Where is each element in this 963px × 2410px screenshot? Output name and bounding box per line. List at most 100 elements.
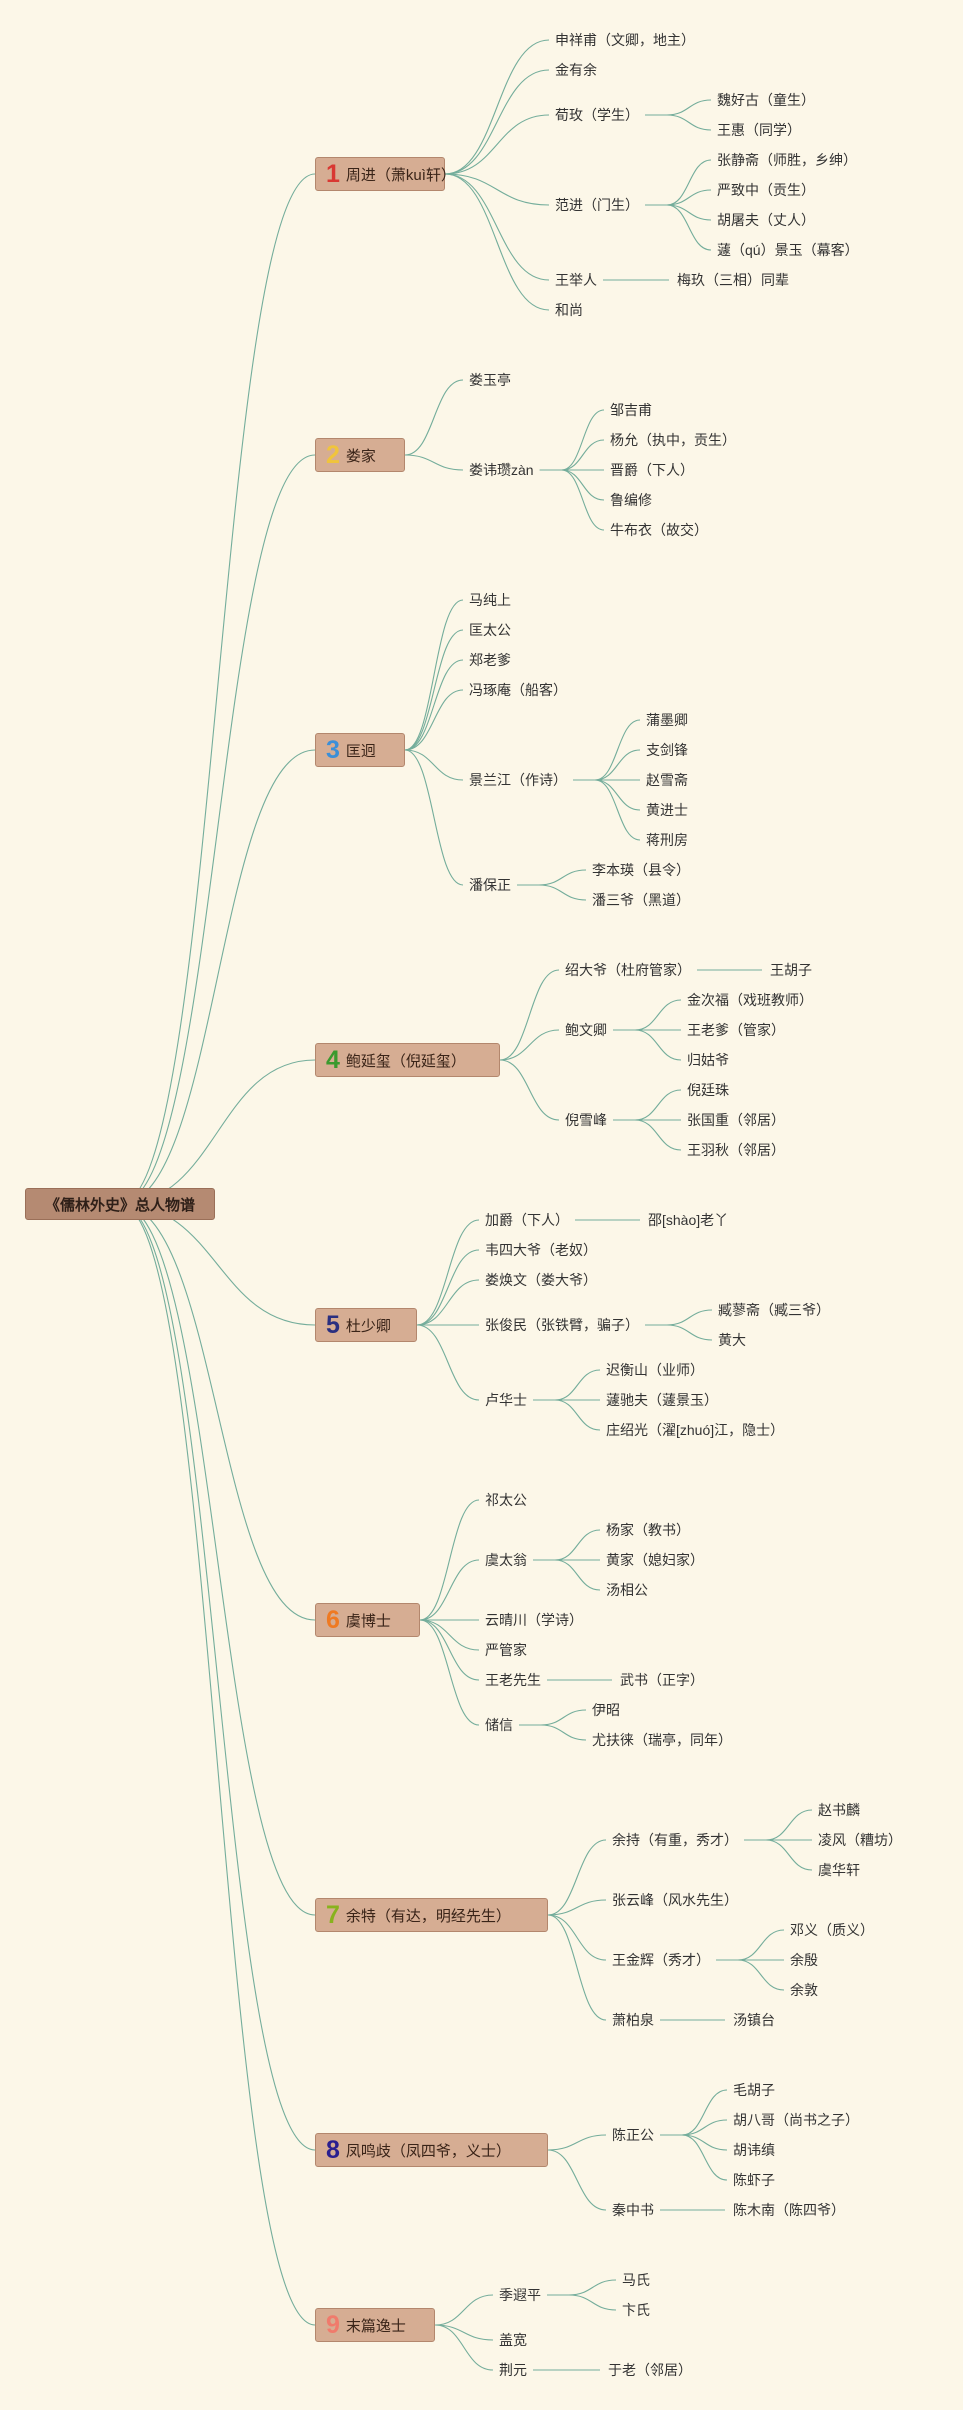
- grandchild-node[interactable]: 张国重（邻居）: [687, 1112, 785, 1128]
- grandchild-node[interactable]: 王惠（同学）: [717, 122, 801, 138]
- grandchild-node[interactable]: 胡屠夫（丈人）: [717, 212, 815, 228]
- grandchild-node[interactable]: 严致中（贡生）: [717, 182, 815, 198]
- grandchild-node[interactable]: 魏好古（童生）: [717, 92, 815, 108]
- child-node[interactable]: 陈正公: [612, 2127, 654, 2143]
- grandchild-node[interactable]: 王老爹（管家）: [687, 1022, 785, 1038]
- child-node[interactable]: 娄玉亭: [469, 372, 511, 388]
- grandchild-node[interactable]: 晋爵（下人）: [610, 462, 694, 478]
- child-node[interactable]: 秦中书: [612, 2202, 654, 2218]
- grandchild-node[interactable]: 王羽秋（邻居）: [687, 1142, 785, 1158]
- child-node[interactable]: 盖宽: [499, 2332, 527, 2348]
- child-node[interactable]: 金有余: [555, 62, 597, 78]
- grandchild-node[interactable]: 邵[shào]老丫: [648, 1212, 729, 1228]
- grandchild-node[interactable]: 毛胡子: [733, 2082, 775, 2098]
- child-node[interactable]: 绍大爷（杜府管家）: [565, 962, 691, 978]
- grandchild-node[interactable]: 黄大: [718, 1332, 746, 1348]
- child-node[interactable]: 申祥甫（文卿，地主）: [555, 32, 695, 48]
- grandchild-node[interactable]: 梅玖（三相）同辈: [677, 272, 789, 288]
- grandchild-node[interactable]: 蘧（qú）景玉（幕客）: [717, 242, 859, 258]
- grandchild-node[interactable]: 归姑爷: [687, 1052, 729, 1068]
- child-node[interactable]: 张云峰（风水先生）: [612, 1892, 738, 1908]
- grandchild-node[interactable]: 胡八哥（尚书之子）: [733, 2112, 859, 2128]
- grandchild-node[interactable]: 庄绍光（濯[zhuó]江，隐士）: [606, 1422, 785, 1438]
- child-node[interactable]: 萧柏泉: [612, 2012, 654, 2028]
- child-node[interactable]: 潘保正: [469, 877, 511, 893]
- child-node[interactable]: 卢华士: [485, 1392, 527, 1408]
- grandchild-node[interactable]: 伊昭: [592, 1702, 620, 1718]
- child-node[interactable]: 王举人: [555, 272, 597, 288]
- grandchild-node[interactable]: 王胡子: [770, 962, 812, 978]
- grandchild-node[interactable]: 余殷: [790, 1952, 818, 1968]
- child-node[interactable]: 韦四大爷（老奴）: [485, 1242, 597, 1258]
- child-node[interactable]: 马纯上: [469, 592, 511, 608]
- child-node[interactable]: 虞太翁: [485, 1552, 527, 1568]
- grandchild-node[interactable]: 赵雪斋: [646, 772, 688, 788]
- grandchild-node[interactable]: 倪廷珠: [687, 1082, 729, 1098]
- child-node[interactable]: 倪雪峰: [565, 1112, 607, 1128]
- child-node[interactable]: 匡太公: [469, 622, 511, 638]
- grandchild-node[interactable]: 张静斋（师胜，乡绅）: [717, 152, 857, 168]
- grandchild-node[interactable]: 卞氏: [622, 2302, 650, 2318]
- child-node[interactable]: 和尚: [555, 302, 583, 318]
- child-node[interactable]: 张俊民（张铁臂，骗子）: [485, 1317, 639, 1333]
- child-node[interactable]: 余持（有重，秀才）: [612, 1832, 738, 1848]
- grandchild-node[interactable]: 金次福（戏班教师）: [687, 992, 813, 1008]
- child-node[interactable]: 郑老爹: [469, 652, 511, 668]
- child-node[interactable]: 冯琢庵（船客）: [469, 682, 567, 698]
- grandchild-node[interactable]: 凌风（糟坊）: [818, 1832, 902, 1848]
- child-node[interactable]: 娄焕文（娄大爷）: [485, 1272, 597, 1288]
- child-node[interactable]: 王老先生: [485, 1672, 541, 1688]
- grandchild-node[interactable]: 迟衡山（业师）: [606, 1362, 704, 1378]
- child-node[interactable]: 储信: [485, 1717, 513, 1733]
- grandchild-node[interactable]: 汤相公: [606, 1582, 648, 1598]
- grandchild-node[interactable]: 赵书麟: [818, 1802, 860, 1818]
- grandchild-node[interactable]: 汤镇台: [733, 2012, 775, 2028]
- grandchild-node[interactable]: 李本瑛（县令）: [592, 862, 690, 878]
- grandchild-node[interactable]: 陈虾子: [733, 2172, 775, 2188]
- child-node[interactable]: 娄讳瓒zàn: [469, 462, 534, 478]
- grandchild-node[interactable]: 臧蓼斋（臧三爷）: [718, 1302, 830, 1318]
- child-node[interactable]: 荆元: [499, 2362, 527, 2378]
- grandchild-node[interactable]: 杨允（执中，贡生）: [610, 432, 736, 448]
- grandchild-node[interactable]: 鲁编修: [610, 492, 652, 508]
- grandchild-node[interactable]: 牛布衣（故交）: [610, 522, 708, 538]
- grandchild-node[interactable]: 支剑锋: [646, 742, 688, 758]
- child-node[interactable]: 荀玫（学生）: [555, 107, 639, 123]
- grandchild-node[interactable]: 潘三爷（黑道）: [592, 892, 690, 908]
- grandchild-node[interactable]: 余敦: [790, 1982, 818, 1998]
- child-node[interactable]: 范进（门生）: [555, 197, 639, 213]
- child-node[interactable]: 云晴川（学诗）: [485, 1612, 583, 1628]
- grandchild-node[interactable]: 武书（正字）: [620, 1672, 704, 1688]
- grandchild-node[interactable]: 黄家（媳妇家）: [606, 1552, 704, 1568]
- child-node[interactable]: 鲍文卿: [565, 1022, 607, 1038]
- child-node[interactable]: 季遐平: [499, 2287, 541, 2303]
- child-node[interactable]: 加爵（下人）: [485, 1212, 569, 1228]
- grandchild-node[interactable]: 胡讳缜: [733, 2142, 775, 2158]
- grandchild-node[interactable]: 马氏: [622, 2272, 650, 2288]
- grandchild-node[interactable]: 邓义（质义）: [790, 1922, 874, 1938]
- grandchild-node[interactable]: 黄进士: [646, 802, 688, 818]
- grandchild-node[interactable]: 尤扶徕（瑞亭，同年）: [592, 1732, 732, 1748]
- grandchild-node[interactable]: 蘧驰夫（蘧景玉）: [606, 1392, 718, 1408]
- root-node[interactable]: 《儒林外史》总人物谱: [25, 1188, 215, 1220]
- grandchild-node[interactable]: 邹吉甫: [610, 402, 652, 418]
- grandchild-node[interactable]: 杨家（教书）: [606, 1522, 690, 1538]
- grandchild-node[interactable]: 于老（邻居）: [608, 2362, 692, 2378]
- grandchild-node[interactable]: 蒲墨卿: [646, 712, 688, 728]
- grandchild-node[interactable]: 陈木南（陈四爷）: [733, 2202, 845, 2218]
- grandchild-node[interactable]: 蒋刑房: [646, 832, 688, 848]
- child-node[interactable]: 严管家: [485, 1642, 527, 1658]
- grandchild-node[interactable]: 虞华轩: [818, 1862, 860, 1878]
- child-node[interactable]: 王金辉（秀才）: [612, 1952, 710, 1968]
- child-node[interactable]: 祁太公: [485, 1492, 527, 1508]
- child-node[interactable]: 景兰江（作诗）: [469, 772, 567, 788]
